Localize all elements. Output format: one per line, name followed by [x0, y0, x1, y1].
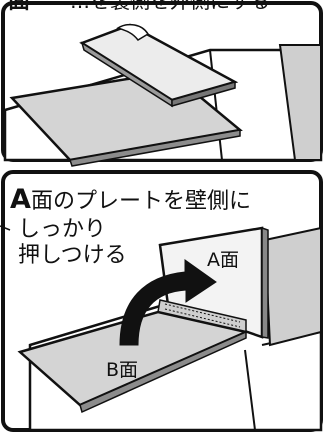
plate-b-label: B面 [106, 359, 138, 381]
caption-line-2: しっかり [18, 217, 106, 242]
caption-line-3: 押しつける [18, 243, 127, 268]
leader-line [0, 225, 11, 231]
caption-letter-a: A [10, 184, 31, 215]
curved-arrow-icon [119, 259, 217, 346]
top-caption-label: 面 [8, 0, 30, 14]
top-panel: 面 …を裏側を外側にする [1, 0, 323, 167]
folded-card [79, 23, 239, 108]
top-caption-rest: …を裏側を外側にする [70, 0, 270, 13]
caption-line-1: 面のプレートを壁側に [31, 189, 251, 214]
plate-a-label: A面 [207, 249, 239, 271]
plate-b: B面 [17, 310, 250, 414]
bottom-panel: A 面のプレートを壁側に しっかり 押しつける A面 B面 [0, 170, 323, 432]
